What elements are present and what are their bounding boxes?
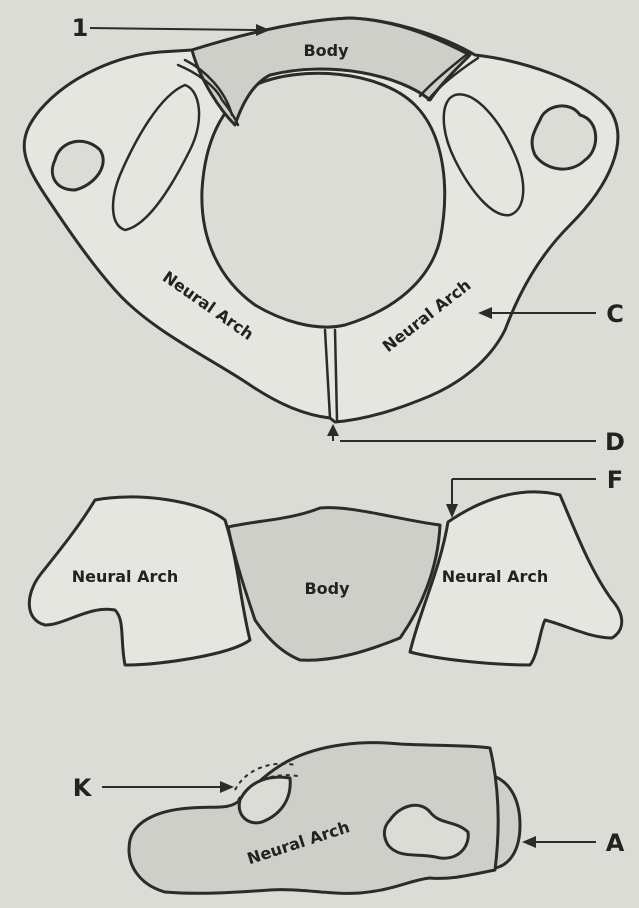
middle-arch-right-label: Neural Arch <box>442 567 549 586</box>
middle-vertebra: Neural Arch Body Neural Arch F <box>29 466 623 665</box>
top-body-label: Body <box>303 41 349 60</box>
callout-k-label: K <box>73 774 93 802</box>
callout-k-arrow <box>102 781 234 793</box>
callout-c-label: C <box>606 300 624 328</box>
callout-a-arrow <box>522 836 596 848</box>
top-vertebra: Body Neural Arch Neural Arch 1 C D <box>24 14 625 456</box>
callout-d-label: D <box>605 428 625 456</box>
bottom-arch <box>129 743 498 894</box>
bottom-vertebra: Neural Arch K A <box>73 743 625 894</box>
middle-arch-left-label: Neural Arch <box>72 567 179 586</box>
callout-1-label: 1 <box>72 14 89 42</box>
callout-f-label: F <box>607 466 623 494</box>
middle-arch-left-label-line1: Neural Arch <box>72 567 179 586</box>
callout-a-label: A <box>606 829 625 857</box>
callout-d-arrow <box>327 424 596 441</box>
middle-body-label: Body <box>304 579 350 598</box>
